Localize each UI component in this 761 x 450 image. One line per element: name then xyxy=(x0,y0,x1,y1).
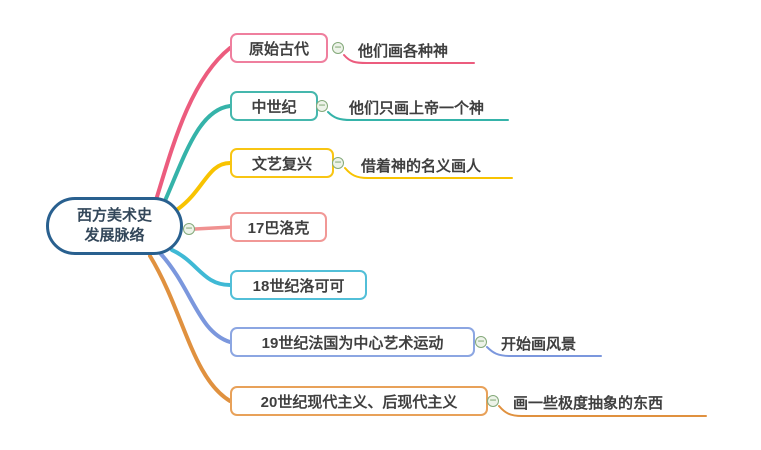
subtopic-primitive-ancient-note[interactable]: 他们画各种神 xyxy=(358,43,449,60)
branch-line-middle-ages xyxy=(162,104,232,205)
root-topic-label-line2: 发展脉络 xyxy=(84,227,145,244)
subtopic-renaissance-note[interactable]: 借着神的名义画人 xyxy=(361,158,482,175)
collapse-icon-middle-ages[interactable]: − xyxy=(316,100,328,112)
topic-19th-french-art-movement[interactable]: 19世纪法国为中心艺术运动 xyxy=(230,327,475,357)
branch-line-renaissance xyxy=(176,161,232,211)
subtopic-middle-ages-note[interactable]: 他们只画上帝一个神 xyxy=(349,100,485,117)
topic-renaissance[interactable]: 文艺复兴 xyxy=(230,148,334,178)
branch-line-rococo xyxy=(170,248,232,287)
root-topic-label-line1: 西方美术史 xyxy=(76,206,152,224)
collapse-icon-root[interactable]: − xyxy=(183,223,195,235)
collapse-icon-19th-century[interactable]: − xyxy=(475,336,487,348)
root-topic[interactable]: 西方美术史 发展脉络 xyxy=(46,197,183,255)
branch-line-20th-century xyxy=(148,254,232,403)
branch-line-baroque xyxy=(193,225,234,231)
collapse-icon-20th-century[interactable]: − xyxy=(487,395,499,407)
branch-line-primitive-ancient xyxy=(154,46,232,202)
topic-rococo-18th[interactable]: 18世纪洛可可 xyxy=(230,270,367,300)
topic-baroque-17th[interactable]: 17巴洛克 xyxy=(230,212,327,242)
subtopic-20th-century-note[interactable]: 画一些极度抽象的东西 xyxy=(513,395,664,412)
branch-line-19th-century xyxy=(158,251,232,344)
collapse-icon-primitive-ancient[interactable]: − xyxy=(332,42,344,54)
root-topic-label: 西方美术史 发展脉络 xyxy=(77,206,152,247)
subtopic-19th-century-note[interactable]: 开始画风景 xyxy=(501,336,577,353)
collapse-icon-renaissance[interactable]: − xyxy=(332,157,344,169)
topic-20th-modernism[interactable]: 20世纪现代主义、后现代主义 xyxy=(230,386,488,416)
topic-middle-ages[interactable]: 中世纪 xyxy=(230,91,318,121)
topic-primitive-ancient[interactable]: 原始古代 xyxy=(230,33,328,63)
